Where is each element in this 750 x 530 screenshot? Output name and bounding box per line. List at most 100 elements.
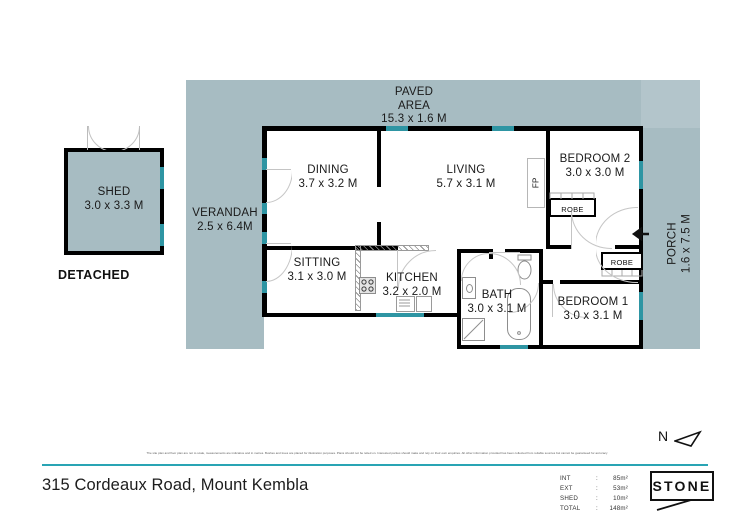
- shed-wall-left: [64, 148, 68, 255]
- bath-bathtub-drain-icon: [517, 331, 521, 335]
- window-left-sitting-upper: [262, 232, 267, 244]
- wall-bedroom1-top-stub: [539, 280, 553, 284]
- dining-door-swing-upper: [266, 170, 292, 203]
- wall-exterior-bottom-right: [456, 344, 643, 349]
- area-row-int: INT : 85m²: [560, 474, 628, 484]
- paved-area-fill-right: [641, 80, 700, 128]
- area-sep-int: :: [596, 475, 598, 482]
- bath-door-swing: [489, 253, 521, 285]
- wall-exterior-top: [262, 126, 643, 131]
- robe-bedroom2-doors-icon: [549, 192, 595, 199]
- room-label-bath: BATH 3.0 x 3.1 M: [467, 289, 527, 315]
- window-bath-bottom: [500, 344, 528, 349]
- stone-logo: STONE: [650, 471, 714, 501]
- shed-wall-top: [64, 148, 164, 152]
- fireplace-label: FP: [531, 177, 541, 189]
- window-left-dining-lower: [262, 203, 267, 214]
- property-address: 315 Cordeaux Road, Mount Kembla: [42, 476, 309, 494]
- bedroom1-door-swing: [553, 284, 587, 318]
- area-sep-total: :: [596, 505, 598, 513]
- room-label-kitchen: KITCHEN 3.2 x 2.0 M: [382, 272, 442, 298]
- bedroom1-door-leaf: [552, 284, 554, 317]
- area-value-shed: 10m²: [613, 495, 628, 503]
- room-label-bedroom2: BEDROOM 2 3.0 x 3.0 M: [559, 153, 631, 179]
- wall-bedroom2-bottom-right: [615, 245, 641, 249]
- dining-door-leaf-upper: [266, 169, 291, 171]
- area-value-ext: 53m²: [613, 485, 628, 493]
- kitchen-sink-lines-icon: [399, 299, 410, 307]
- window-top-dining: [386, 126, 408, 131]
- entry-door-swing: [596, 207, 638, 245]
- wall-exterior-left-lower-step: [456, 312, 461, 349]
- shed-window-right-upper: [160, 167, 164, 189]
- shed-wall-right: [160, 148, 164, 255]
- window-left-dining-upper: [262, 158, 267, 170]
- area-summary-body: INT : 85m² EXT : 53m² SHED : 10m² TOTAL …: [560, 474, 628, 514]
- wall-exterior-left-upper: [262, 126, 267, 317]
- porch-fill: [641, 128, 700, 349]
- area-label-shed: SHED: [560, 495, 578, 503]
- stone-logo-tail-icon: [656, 500, 692, 511]
- hall-door-swing-centre: [509, 283, 539, 313]
- window-top-living: [492, 126, 514, 131]
- sitting-door-leaf-lower: [266, 243, 291, 245]
- window-right-bedroom2: [638, 161, 643, 189]
- room-label-shed: SHED 3.0 x 3.3 M: [84, 186, 144, 212]
- hall-door-swing-living: [398, 250, 436, 288]
- kitchen-appliance: [416, 296, 432, 312]
- area-label-int: INT: [560, 475, 571, 482]
- bedroom2-door-swing: [572, 211, 612, 249]
- footer-divider-rule: [42, 464, 708, 466]
- shed-door-swing-right: [114, 126, 140, 150]
- paved-area-fill: [186, 80, 641, 128]
- hall-door-swing-kitchen: [461, 253, 489, 281]
- shed-window-right-lower: [160, 224, 164, 246]
- hall-door-leaf-living: [397, 250, 399, 287]
- shed-door-leaf-right: [139, 126, 141, 150]
- detached-label: DETACHED: [58, 268, 130, 282]
- room-label-verandah: VERANDAH 2.5 x 6.4M: [192, 207, 258, 233]
- stone-logo-text: STONE: [652, 478, 712, 494]
- north-label: N: [658, 428, 669, 444]
- area-sep-shed: :: [596, 495, 598, 503]
- disclaimer-text: The site plan and floor plan are not to …: [146, 452, 608, 455]
- wall-bath-bedroom1: [539, 249, 543, 349]
- verandah-fill: [186, 128, 264, 349]
- window-right-bedroom1: [638, 292, 643, 320]
- kitchen-burners-icon: [361, 279, 374, 292]
- wall-hall-bath-top: [457, 249, 489, 253]
- wall-dining-living-upper: [377, 130, 381, 187]
- wall-living-bedroom2: [546, 130, 550, 249]
- bath-door-leaf: [489, 252, 520, 254]
- area-value-int: 85m²: [613, 475, 628, 482]
- north-arrow-icon: [674, 430, 702, 447]
- window-kitchen-bottom: [376, 312, 424, 317]
- area-value-total: 148m²: [609, 505, 628, 513]
- entry-direction-arrow-icon: [631, 227, 649, 241]
- bath-toilet-icon: [517, 254, 532, 280]
- sitting-door-swing-lower: [266, 244, 292, 282]
- wall-exterior-bottom-left: [262, 312, 461, 317]
- wall-dining-living-lower: [377, 222, 381, 250]
- wall-kitchen-bath: [457, 249, 461, 313]
- shed-door-swing-left: [88, 126, 114, 150]
- room-label-porch: PORCH 1.6 x 7.5 M: [666, 214, 692, 274]
- room-label-sitting: SITTING 3.1 x 3.0 M: [287, 257, 347, 283]
- area-summary-table: INT : 85m² EXT : 53m² SHED : 10m² TOTAL …: [560, 474, 628, 514]
- area-label-total: TOTAL: [560, 505, 581, 513]
- area-label-ext: EXT: [560, 485, 573, 493]
- shed-fill: [66, 150, 162, 255]
- area-sep-ext: :: [596, 485, 598, 493]
- kitchen-stovetop-icon: [359, 277, 376, 294]
- room-label-bedroom1: BEDROOM 1 3.0 x 3.1 M: [557, 296, 629, 322]
- window-left-sitting-lower: [262, 281, 267, 293]
- bedroom2-door-leaf: [571, 212, 573, 249]
- area-row-shed: SHED : 10m²: [560, 494, 628, 504]
- entry-door-swing-lower: [596, 249, 638, 283]
- shed-door-leaf-left: [87, 126, 89, 150]
- area-row-total: TOTAL : 148m²: [560, 504, 628, 514]
- wall-hall-toilet-top: [505, 249, 543, 253]
- room-label-dining: DINING 3.7 x 3.2 M: [298, 164, 358, 190]
- fireplace-box: [527, 158, 545, 208]
